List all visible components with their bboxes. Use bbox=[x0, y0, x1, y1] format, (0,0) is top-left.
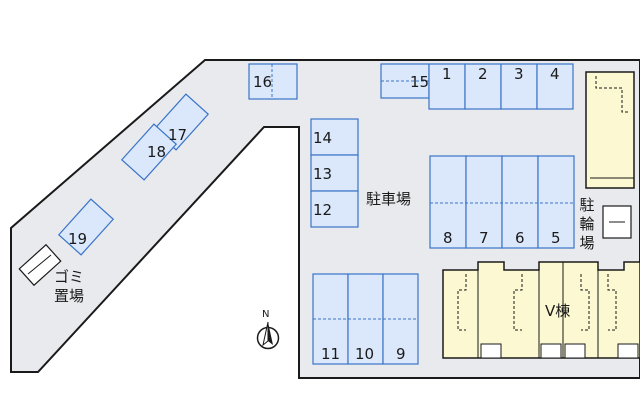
space-2 bbox=[464, 63, 502, 110]
parking-lot-label: 駐車場 bbox=[366, 190, 412, 208]
label-space-16: 16 bbox=[253, 73, 273, 91]
label-space-18: 18 bbox=[147, 143, 167, 161]
north-label: N bbox=[262, 309, 270, 320]
label-space-1: 1 bbox=[442, 65, 452, 83]
space-1 bbox=[428, 63, 466, 110]
bike-parking-structure bbox=[585, 71, 635, 239]
label-space-9: 9 bbox=[396, 345, 406, 363]
garbage-area bbox=[18, 243, 62, 287]
space-5 bbox=[537, 155, 575, 249]
north-arrow-icon bbox=[256, 321, 280, 350]
label-space-14: 14 bbox=[313, 129, 333, 147]
building-label: V棟 bbox=[545, 302, 571, 320]
label-space-12: 12 bbox=[313, 201, 333, 219]
space-16 bbox=[248, 63, 298, 100]
label-space-17: 17 bbox=[168, 126, 188, 144]
label-space-19: 19 bbox=[68, 230, 88, 248]
space-7 bbox=[465, 155, 503, 249]
label-space-6: 6 bbox=[515, 229, 525, 247]
building-v bbox=[442, 261, 640, 359]
label-space-3: 3 bbox=[514, 65, 524, 83]
label-space-8: 8 bbox=[443, 229, 453, 247]
label-space-13: 13 bbox=[313, 165, 333, 183]
label-space-15: 15 bbox=[410, 73, 430, 91]
label-space-2: 2 bbox=[478, 65, 488, 83]
space-19 bbox=[57, 198, 115, 256]
space-4 bbox=[536, 63, 574, 110]
label-space-4: 4 bbox=[550, 65, 560, 83]
space-6 bbox=[501, 155, 539, 249]
space-13 bbox=[310, 154, 359, 192]
label-space-7: 7 bbox=[479, 229, 489, 247]
label-space-5: 5 bbox=[551, 229, 561, 247]
space-18 bbox=[120, 123, 178, 181]
space-14 bbox=[310, 118, 359, 156]
bike-parking-label: 駐 輪 場 bbox=[579, 196, 595, 252]
label-space-10: 10 bbox=[355, 345, 375, 363]
garbage-area-label: ゴミ 置場 bbox=[54, 268, 85, 305]
space-3 bbox=[500, 63, 538, 110]
label-space-11: 11 bbox=[321, 345, 341, 363]
